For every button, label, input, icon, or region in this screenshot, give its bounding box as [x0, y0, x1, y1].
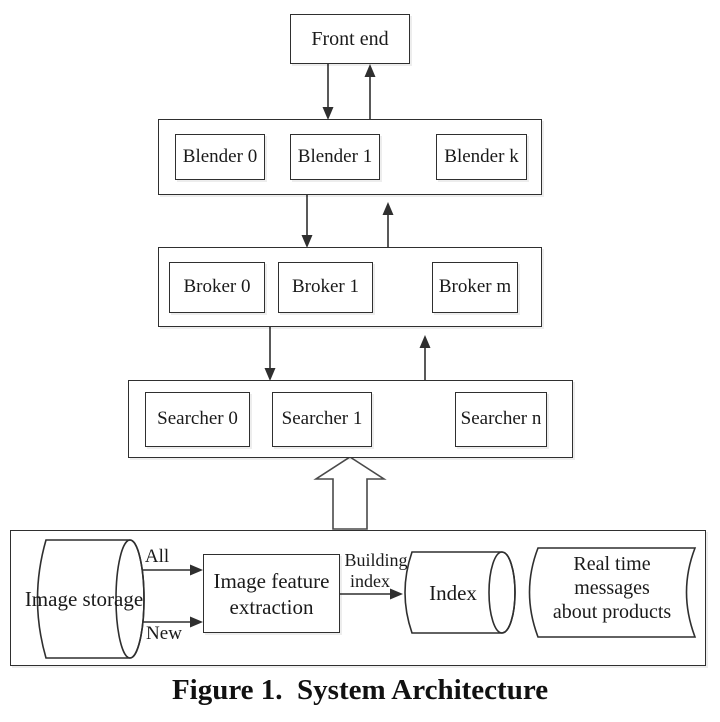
- front-end-node: Front end: [290, 14, 410, 64]
- arrowhead-all: [190, 564, 203, 576]
- broker-m-node: Broker m: [432, 262, 518, 313]
- blender-k-label: Blender k: [444, 145, 519, 167]
- broker-1-node: Broker 1: [278, 262, 373, 313]
- searcher-0-label: Searcher 0: [157, 408, 238, 430]
- arrowhead-down-2: [301, 235, 313, 248]
- searcher-1-node: Searcher 1: [272, 392, 372, 447]
- searcher-n-label: Searcher n: [460, 408, 542, 430]
- image-feature-extraction-node: Image feature extraction: [203, 554, 340, 633]
- arrowhead-up-3: [419, 335, 431, 348]
- figure-caption: Figure 1. System Architecture: [171, 674, 549, 706]
- bulk-load-arrow: [313, 456, 387, 530]
- broker-m-label: Broker m: [438, 276, 512, 298]
- image-feature-extraction-label-line2: extraction: [229, 594, 314, 619]
- image-storage-cylinder: [36, 539, 145, 659]
- front-end-label: Front end: [311, 28, 389, 50]
- broker-0-node: Broker 0: [169, 262, 265, 313]
- blender-1-node: Blender 1: [290, 134, 380, 180]
- blender-0-label: Blender 0: [182, 145, 258, 167]
- real-time-messages-line3: about products: [552, 601, 672, 623]
- real-time-messages-shape: [528, 547, 697, 638]
- broker-0-label: Broker 0: [183, 276, 251, 298]
- all-edge-label: All: [144, 546, 170, 567]
- building-index-edge-label-line1: Building: [344, 550, 408, 570]
- real-time-messages-line2: messages: [574, 577, 650, 599]
- blender-1-label: Blender 1: [297, 145, 373, 167]
- image-feature-extraction-label-line1: Image feature: [213, 568, 330, 593]
- arrowhead-up-1: [364, 64, 376, 77]
- arrowhead-new: [190, 616, 203, 628]
- searcher-1-label: Searcher 1: [281, 408, 363, 430]
- blender-0-node: Blender 0: [175, 134, 265, 180]
- arrowhead-down-1: [322, 107, 334, 120]
- building-index-edge-label-line2: index: [350, 571, 390, 591]
- searcher-0-node: Searcher 0: [145, 392, 250, 447]
- arrowhead-up-2: [382, 202, 394, 215]
- broker-1-label: Broker 1: [291, 276, 359, 298]
- searcher-n-node: Searcher n: [455, 392, 547, 447]
- real-time-messages-line1: Real time: [573, 553, 651, 575]
- arrowhead-building-index: [390, 588, 403, 600]
- new-edge-label: New: [146, 623, 182, 644]
- real-time-messages-label: Real time messages about products: [532, 552, 692, 624]
- blender-k-node: Blender k: [436, 134, 527, 180]
- image-storage-label: Image storage: [24, 587, 144, 611]
- index-label: Index: [429, 581, 477, 605]
- arrowhead-down-3: [264, 368, 276, 381]
- index-cylinder: [404, 551, 516, 634]
- indexing-pipeline-container: [10, 530, 706, 666]
